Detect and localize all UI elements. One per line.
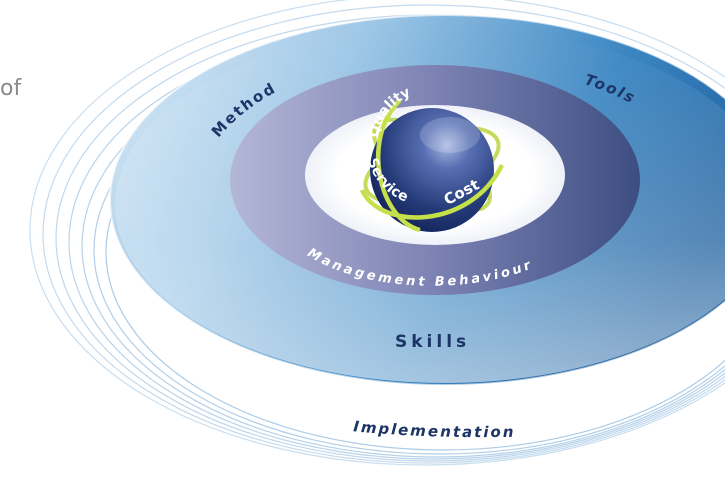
- corner-text-fragment: of: [0, 76, 22, 101]
- globe: [370, 108, 494, 232]
- orbit-rings-front: [359, 98, 505, 233]
- outer-ring-edge: [109, 14, 725, 386]
- label-implementation: Implementation: [353, 417, 516, 441]
- globe-shine: [420, 117, 480, 153]
- label-skills: Skills: [395, 332, 470, 352]
